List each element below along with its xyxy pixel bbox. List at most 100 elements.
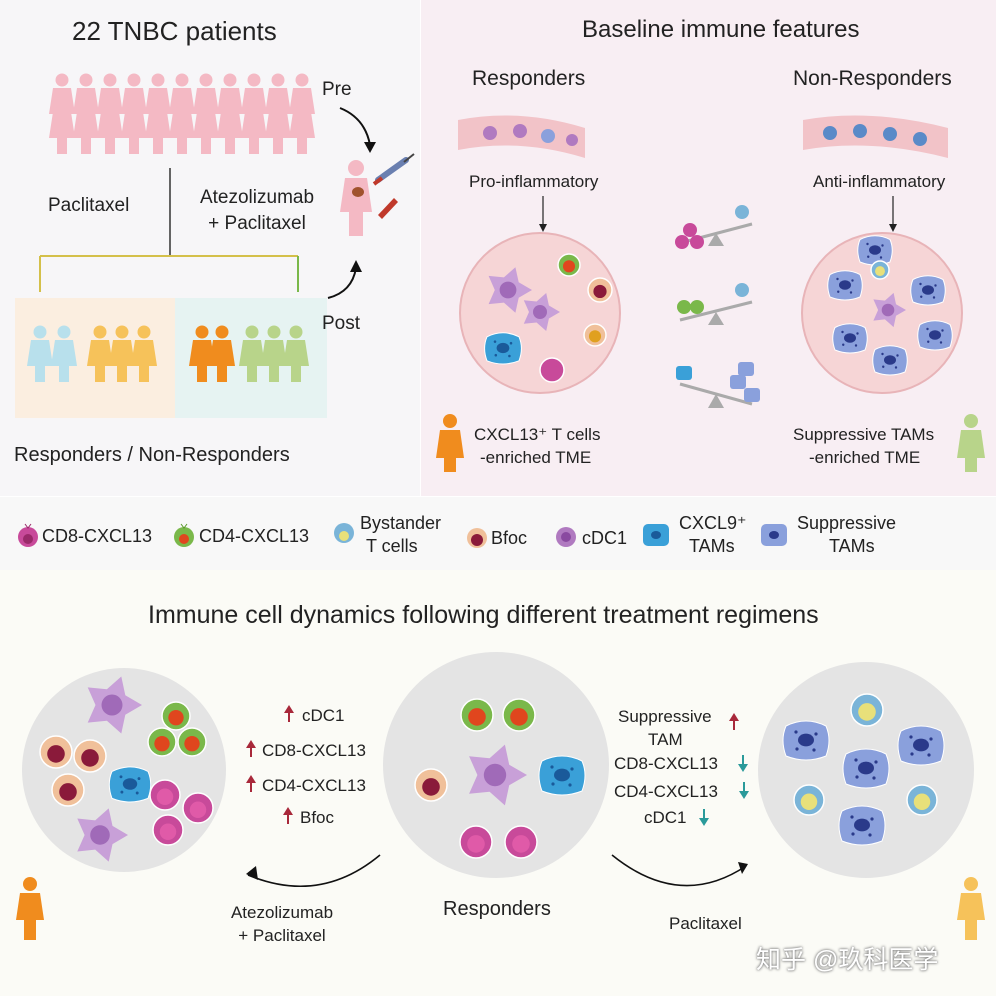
patient-icon bbox=[49, 97, 75, 154]
bystander-cell bbox=[583, 323, 607, 347]
group-patient-icon bbox=[87, 325, 113, 382]
change-arrow-down bbox=[699, 809, 709, 826]
right-change-0-line1: Suppressive bbox=[618, 707, 712, 726]
cd8-cxcl13-cell bbox=[504, 825, 538, 859]
left-change-0: cDC1 bbox=[302, 706, 345, 725]
responders-heading: Responders bbox=[472, 67, 586, 90]
cdc1-cell bbox=[488, 267, 532, 313]
cdc1-cell bbox=[469, 744, 527, 806]
bfoc-cell bbox=[51, 773, 85, 807]
legend-label-cdc1: cDC1 bbox=[582, 528, 628, 548]
arm-atezo-label-line1: Atezolizumab bbox=[199, 187, 315, 208]
responder-person-icon bbox=[436, 414, 464, 472]
responder-caption-line2: -enriched TME bbox=[480, 448, 592, 467]
paclitaxel-responder-person-icon bbox=[957, 877, 985, 940]
patient-icon bbox=[169, 97, 195, 154]
patient-icon bbox=[73, 97, 99, 154]
group-patient-icon bbox=[209, 325, 235, 382]
cxcl9-tam-cell bbox=[484, 332, 522, 365]
cd8-cxcl13-cell bbox=[152, 814, 184, 846]
arm-paclitaxel-label: Paclitaxel bbox=[48, 195, 130, 216]
legend-icon-bfoc bbox=[467, 528, 487, 548]
legend-icon-bystander bbox=[334, 523, 354, 543]
legend-label-cxcl9-line2: TAMs bbox=[689, 536, 735, 556]
bfoc-cell bbox=[414, 768, 448, 802]
group-patient-icon bbox=[109, 325, 135, 382]
right-change-1: CD8-CXCL13 bbox=[614, 754, 718, 773]
legend-label-cxcl9-line1: CXCL9⁺ bbox=[679, 513, 747, 533]
suppressive-tam-cell bbox=[910, 275, 946, 306]
left-change-1: CD8-CXCL13 bbox=[262, 741, 366, 760]
nonresponder-vessel bbox=[803, 115, 948, 158]
bystander-cell bbox=[793, 784, 825, 816]
change-arrow-up bbox=[729, 713, 739, 730]
legend-label-cd8: CD8-CXCL13 bbox=[42, 526, 153, 546]
nonresponders-heading: Non-Responders bbox=[793, 67, 952, 90]
change-arrow-up bbox=[246, 740, 256, 757]
cd4-cxcl13-cell bbox=[557, 253, 581, 277]
patient-icon bbox=[145, 97, 171, 154]
suppressive-tam-cell bbox=[872, 345, 908, 376]
nonresponder-caption-line2: -enriched TME bbox=[809, 448, 921, 467]
nonresponder-caption-line1: Suppressive TAMs bbox=[793, 425, 935, 444]
change-arrow-up bbox=[283, 807, 293, 824]
group-patient-icon bbox=[261, 325, 287, 382]
right-change-0-line2: TAM bbox=[648, 730, 683, 749]
group-patient-icon bbox=[239, 325, 265, 382]
change-arrow-down bbox=[738, 755, 748, 772]
dynamics-title: Immune cell dynamics following different… bbox=[148, 601, 819, 629]
patient-biopsy-icon bbox=[340, 153, 415, 236]
cd8-cxcl13-cell bbox=[182, 792, 214, 824]
bfoc-cell bbox=[73, 739, 107, 773]
cohort-title: 22 TNBC patients bbox=[72, 16, 277, 46]
legend-label-bystander-line1: Bystander bbox=[360, 513, 442, 533]
group-patient-icon bbox=[283, 325, 309, 382]
cdc1-cell bbox=[87, 676, 142, 734]
cd8-cxcl13-cell bbox=[539, 357, 565, 383]
legend-icon-cd4 bbox=[174, 523, 194, 547]
legend-label-bystander-line2: T cells bbox=[366, 536, 418, 556]
change-arrow-down bbox=[739, 782, 749, 799]
cxcl9-tam-cell bbox=[108, 766, 152, 803]
bystander-cell bbox=[906, 784, 938, 816]
balance-scales bbox=[675, 205, 760, 408]
patient-icon bbox=[121, 97, 147, 154]
cohort-footer: Responders / Non-Responders bbox=[14, 444, 290, 466]
cd4-cxcl13-cell bbox=[161, 701, 191, 731]
suppressive-tam-cell bbox=[857, 235, 893, 266]
bystander-cell bbox=[850, 693, 884, 727]
patient-icon bbox=[241, 97, 267, 154]
label-post: Post bbox=[322, 313, 361, 334]
nonresponder-person-icon bbox=[957, 414, 985, 472]
patient-icon bbox=[193, 97, 219, 154]
legend-label-cd4: CD4-CXCL13 bbox=[199, 526, 310, 546]
suppressive-tam-cell bbox=[782, 720, 830, 761]
group-patient-icon bbox=[189, 325, 215, 382]
right-change-3: cDC1 bbox=[644, 808, 687, 827]
suppressive-tam-cell bbox=[827, 270, 863, 301]
group-patient-icon bbox=[131, 325, 157, 382]
suppressive-tam-cell bbox=[897, 725, 945, 766]
label-pre: Pre bbox=[322, 79, 352, 100]
cdc1-cell bbox=[523, 293, 560, 331]
bfoc-cell bbox=[587, 277, 613, 303]
right-arm-label: Paclitaxel bbox=[669, 914, 742, 933]
left-arm-line2: + Paclitaxel bbox=[238, 926, 326, 945]
change-arrow-up bbox=[284, 705, 294, 722]
suppressive-tam-cell bbox=[832, 323, 868, 354]
bystander-cell bbox=[870, 260, 890, 280]
group-patient-icon bbox=[27, 325, 53, 382]
cdc1-cell bbox=[77, 808, 128, 862]
bfoc-cell bbox=[39, 735, 73, 769]
patient-icon bbox=[265, 97, 291, 154]
legend-label-suppressive-line1: Suppressive bbox=[797, 513, 897, 533]
watermark: 知乎 @玖科医学 bbox=[756, 946, 939, 974]
anti-inflammatory-label: Anti-inflammatory bbox=[813, 172, 946, 191]
left-change-3: Bfoc bbox=[300, 808, 335, 827]
arm-atezo-label-line2: + Paclitaxel bbox=[208, 213, 306, 234]
responder-vessel bbox=[458, 115, 585, 158]
patient-icon bbox=[97, 97, 123, 154]
cxcl9-tam-cell bbox=[538, 755, 586, 796]
